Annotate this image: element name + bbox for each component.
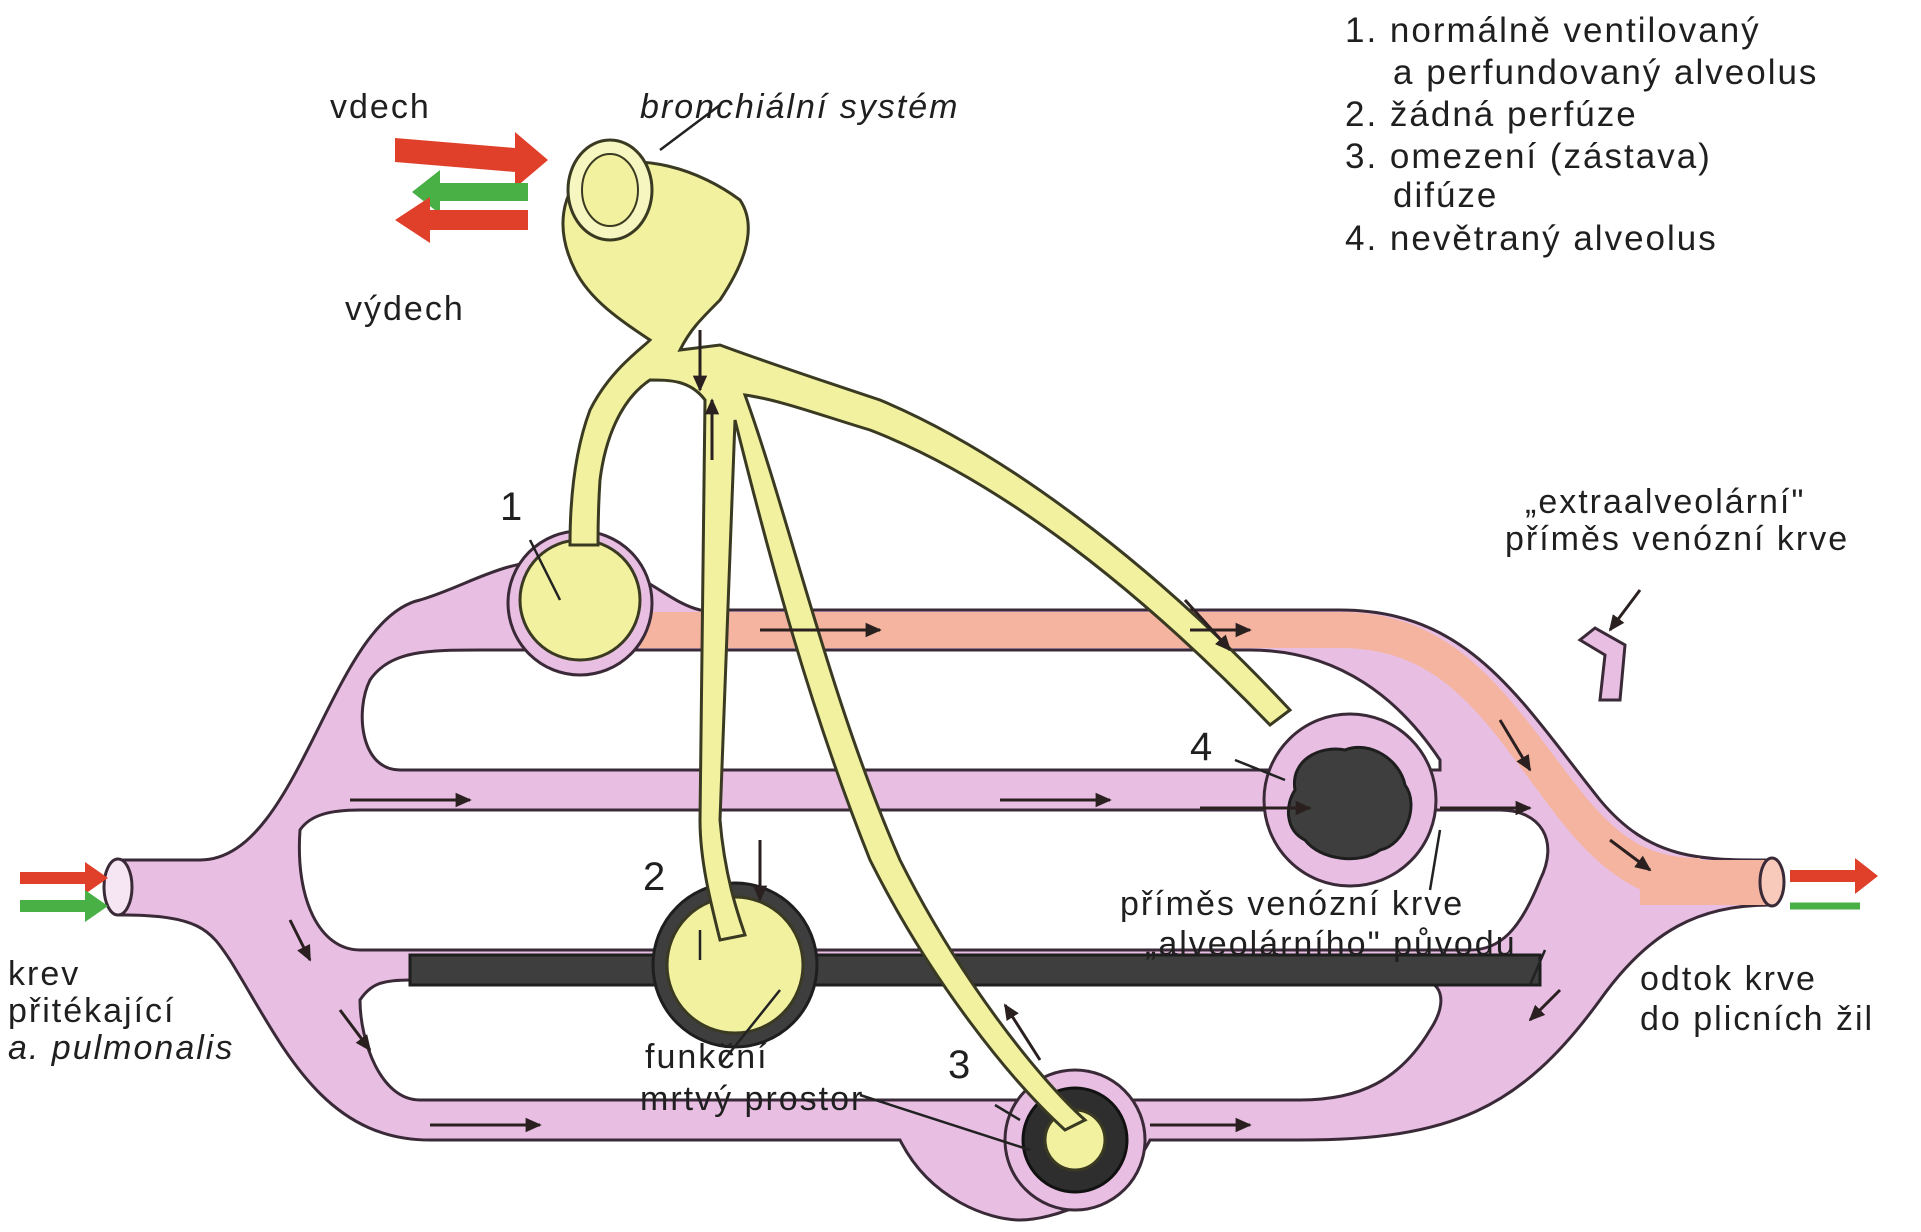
outflow-label-2: do plicních žil (1640, 1000, 1874, 1038)
incoming-blood-label-2: přitékající (8, 992, 176, 1030)
inhale-label: vdech (330, 88, 431, 126)
inflow-arrows (20, 862, 108, 922)
legend: 1. normálně ventilovaný a perfundovaný a… (1345, 11, 1818, 258)
extra-alveolar-label-2: příměs venózní krve (1505, 520, 1849, 558)
legend-item-2: 2. žádná perfúze (1345, 95, 1638, 134)
breathing-arrows (395, 132, 548, 243)
incoming-blood-label-1: krev (8, 955, 80, 993)
outflow-arrows (1790, 858, 1878, 906)
legend-item-1: 1. normálně ventilovaný (1345, 11, 1761, 50)
bronchus-opening-inner (582, 154, 638, 226)
alveolar-admixture-label-2: „alveolárního" původu (1145, 925, 1517, 963)
exhale-label: výdech (345, 290, 465, 328)
legend-item-4: 4. nevětraný alveolus (1345, 219, 1718, 258)
dead-space-label-1: funkční (645, 1038, 769, 1076)
alveolus-4 (1288, 747, 1411, 858)
bronchial-vein-stub (1580, 628, 1625, 700)
marker-1: 1 (500, 485, 522, 529)
vessel-gap-bottom (360, 980, 1441, 1100)
bronchial-system-label: bronchiální systém (640, 88, 959, 126)
inlet-opening (104, 859, 132, 915)
inhale-arrow (395, 132, 548, 188)
outflow-label-1: odtok krve (1640, 960, 1817, 998)
marker-4: 4 (1190, 725, 1212, 769)
exhale-arrow-red (395, 197, 528, 243)
marker-2: 2 (643, 855, 665, 899)
outlet-opening (1760, 858, 1784, 906)
marker-3: 3 (948, 1043, 970, 1087)
incoming-blood-label-3: a. pulmonalis (8, 1029, 234, 1067)
legend-item-1-cont: a perfundovaný alveolus (1393, 53, 1818, 92)
legend-item-3-cont: difúze (1393, 176, 1498, 215)
legend-item-3: 3. omezení (zástava) (1345, 137, 1712, 176)
dead-space-label-2: mrtvý prostor (640, 1080, 864, 1118)
extra-alveolar-label-1: „extraalveolární" (1525, 483, 1805, 521)
alveolar-admixture-label-1: příměs venózní krve (1120, 885, 1464, 923)
